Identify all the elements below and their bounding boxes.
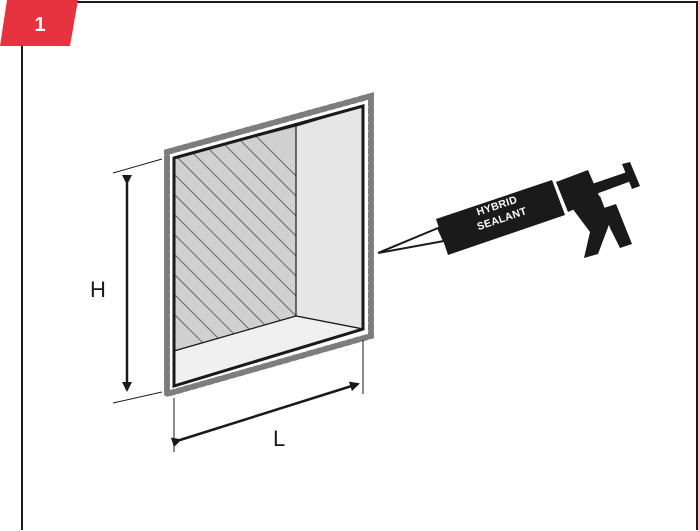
cartridge-body: [436, 180, 565, 255]
cartridge-nozzle: [377, 226, 446, 254]
recess-opening-outline: [172, 104, 365, 389]
caulking-gun-icon: [556, 162, 640, 258]
step-badge-shape: [0, 0, 78, 46]
wall-recess: [172, 104, 365, 389]
sealant-cartridge-icon: HYBRID SEALANT: [377, 180, 565, 255]
step-badge: 1: [0, 0, 78, 46]
panel-border: [21, 1, 698, 530]
recess-side-wall: [295, 105, 364, 330]
gun-end-cap: [622, 162, 640, 189]
height-dimension: H: [90, 158, 163, 404]
step-number: 1: [34, 14, 45, 36]
height-label: H: [90, 277, 106, 302]
length-label: L: [273, 426, 285, 451]
length-arrow: [170, 381, 360, 448]
gun-rod: [592, 171, 634, 194]
height-extension-top: [112, 158, 163, 174]
gun-handle: [572, 196, 610, 258]
sealant-bead: [164, 92, 374, 398]
gun-trigger: [604, 204, 632, 248]
length-dimension: L: [170, 340, 364, 452]
height-extension-bottom: [112, 391, 163, 404]
